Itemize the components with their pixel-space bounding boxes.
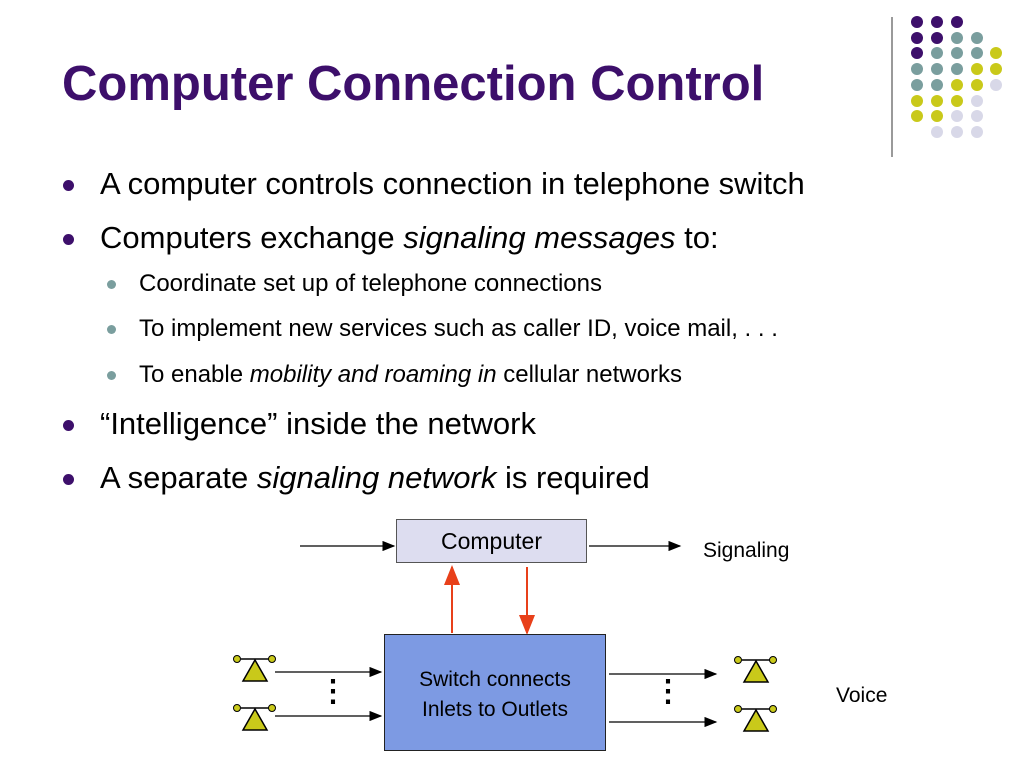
bullet-item: “Intelligence” inside the network [63, 406, 536, 441]
switch-box: Switch connects Inlets to Outlets [384, 634, 606, 751]
title-divider [891, 17, 893, 157]
telephone-icon [734, 656, 777, 683]
switch-label-line1: Switch connects [419, 668, 571, 691]
slide-title: Computer Connection Control [62, 57, 765, 111]
sub-bullet-item: To implement new services such as caller… [107, 315, 778, 342]
telephone-icon [734, 705, 777, 732]
decorative-dot-grid [911, 16, 1002, 138]
signaling-label: Signaling [703, 539, 790, 562]
bullet-item: Computers exchange signaling messages to… [63, 220, 719, 255]
bullet-item: A computer controls connection in teleph… [63, 166, 805, 201]
inlet-ellipsis: ⋮ [318, 675, 348, 708]
sub-bullet-item: Coordinate set up of telephone connectio… [107, 270, 602, 297]
telephone-icon [233, 704, 276, 731]
computer-box: Computer [396, 519, 587, 563]
outlet-ellipsis: ⋮ [653, 675, 683, 708]
bullet-item: A separate signaling network is required [63, 460, 650, 495]
telephone-icon [233, 655, 276, 682]
switch-label-line2: Inlets to Outlets [422, 698, 568, 721]
sub-bullet-item: To enable mobility and roaming in cellul… [107, 361, 682, 388]
voice-label: Voice [836, 684, 888, 707]
